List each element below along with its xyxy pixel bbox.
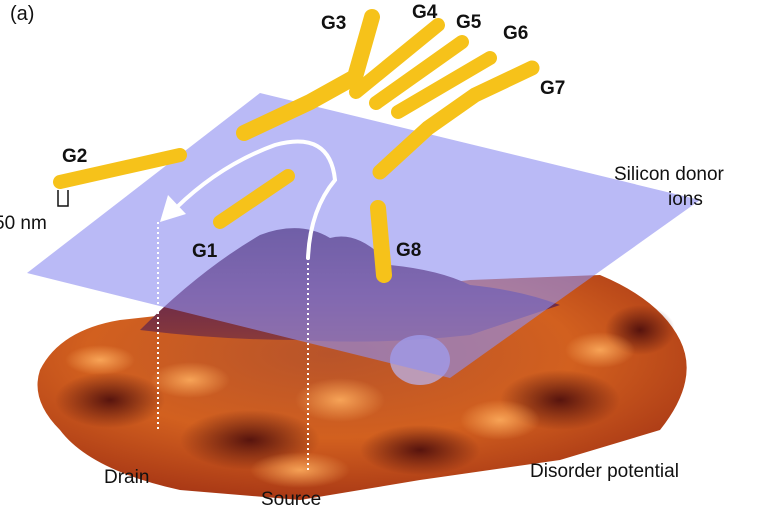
surface-peak — [565, 332, 635, 368]
gate-label-g4: G4 — [412, 2, 438, 23]
gate-label-g2: G2 — [62, 146, 88, 167]
silicon-donor-plane — [27, 93, 700, 378]
gate-label-g1: G1 — [192, 241, 218, 262]
gate-g8 — [370, 200, 392, 283]
drain-label: Drain — [104, 467, 150, 488]
arrow-head — [160, 195, 186, 222]
surface-valley — [55, 372, 165, 428]
gate-label-g5: G5 — [456, 12, 482, 33]
plane-label-line2: ions — [668, 189, 703, 210]
panel-label: (a) — [10, 3, 35, 25]
surface-peak — [150, 362, 230, 398]
surface-peak — [250, 452, 350, 488]
gate-g6 — [391, 51, 497, 119]
gate-g4 — [349, 18, 445, 99]
gate-g5 — [369, 35, 469, 110]
gate-label-g6: G6 — [503, 23, 529, 44]
plane-label-line1: Silicon donor — [614, 164, 724, 185]
surface-peak — [295, 378, 385, 422]
scale-bar-label: 50 nm — [0, 213, 47, 234]
gate-g1 — [213, 169, 295, 229]
surface-valley — [360, 425, 480, 475]
gate-g3 — [236, 9, 380, 141]
gate-electrodes — [53, 9, 540, 283]
surface-peak — [460, 400, 540, 440]
source-label: Source — [261, 489, 322, 509]
scale-bar-bracket — [57, 190, 69, 207]
gate-label-g8: G8 — [396, 240, 422, 261]
gate-label-g7: G7 — [540, 78, 566, 99]
current-path-arrow — [160, 139, 338, 260]
surface-peak — [65, 345, 135, 375]
arrow-shaft — [174, 139, 338, 260]
gate-label-g3: G3 — [321, 13, 347, 34]
gate-g2 — [53, 148, 187, 189]
gate-g7 — [372, 60, 540, 180]
disorder-potential-label: Disorder potential — [530, 461, 679, 482]
